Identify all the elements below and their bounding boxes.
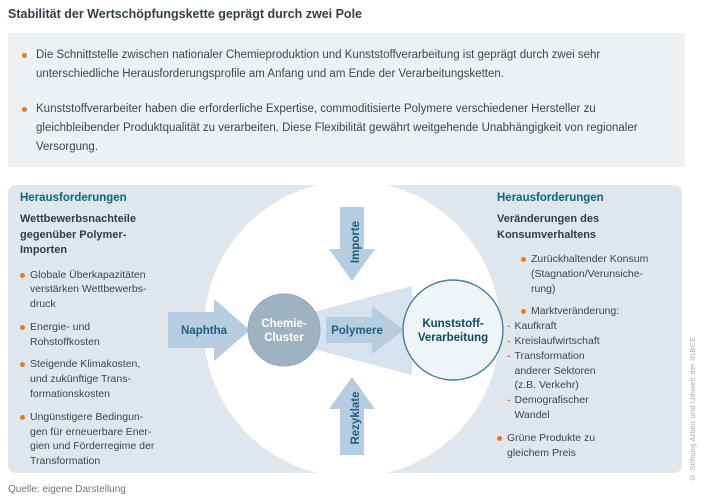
- bullet-icon: [20, 362, 25, 368]
- page-title: Stabilität der Wertschöpfungskette geprä…: [8, 7, 362, 21]
- sub-list-item: - Demografischer Wandel: [507, 393, 682, 423]
- copyright-note: © Stiftung Arbeit und Umwelt der IGBCE: [688, 336, 697, 482]
- bullet-icon: [20, 324, 25, 330]
- bullet-icon: [521, 257, 526, 262]
- key-message-item: Die Schnittstelle zwischen nationaler Ch…: [20, 46, 667, 84]
- dash-icon: -: [507, 334, 511, 347]
- key-messages-box: Die Schnittstelle zwischen nationaler Ch…: [8, 33, 685, 167]
- bullet-icon: [22, 107, 27, 112]
- dash-icon: -: [507, 320, 511, 333]
- chemie-cluster-label-line1: Chemie-: [261, 318, 307, 330]
- key-message-text: Kunststoffverarbeiter haben die erforder…: [36, 103, 638, 153]
- list-item: Marktveränderung:: [521, 304, 682, 319]
- sub-list: - Kaufkraft - Kreislaufwirtschaft - Tran…: [507, 319, 682, 423]
- challenge-text: Grüne Produkte zu gleichem Preis: [507, 431, 596, 459]
- sub-list-item: - Kaufkraft: [507, 319, 682, 334]
- bullet-icon: [20, 414, 25, 420]
- key-message-item: Kunststoffverarbeiter haben die erforder…: [20, 100, 667, 157]
- right-challenges-subheading: Veränderungen des Konsumverhaltens: [497, 213, 600, 241]
- right-challenges-panel: Herausforderungen Veränderungen des Kons…: [497, 192, 682, 468]
- bullet-icon: [497, 435, 502, 441]
- bullet-icon: [20, 272, 25, 278]
- bullet-icon: [22, 53, 27, 58]
- sub-list-item: - Transformation anderer Sektoren (z.B. …: [507, 349, 682, 393]
- left-challenges-subheading: Wettbewerbsnachteile gegenüber Polymer- …: [20, 213, 136, 256]
- left-challenges-panel: Herausforderungen Wettbewerbsnachteile g…: [20, 192, 190, 473]
- naphtha-label: Naphtha: [181, 325, 228, 337]
- sub-item-text: Kaufkraft: [514, 320, 557, 333]
- challenge-text: Globale Überkapazitäten verstärken Wettb…: [30, 268, 147, 311]
- polymere-label: Polymere: [331, 325, 383, 337]
- dash-icon: -: [507, 394, 511, 407]
- list-item: Grüne Produkte zu gleichem Preis: [497, 431, 682, 461]
- list-item: Zurückhaltender Konsum (Stagnation/Verun…: [521, 252, 682, 296]
- sub-item-text: Transformation anderer Sektoren (z.B. Ve…: [514, 349, 596, 392]
- bullet-icon: [521, 309, 526, 315]
- kunststoff-verarbeitung-node: [402, 279, 504, 381]
- value-chain-diagram: Naphtha Polymere Importe Rezyklate Chemi…: [8, 185, 682, 473]
- rezyklate-arrow: [329, 377, 375, 455]
- sub-item-text: Demografischer Wandel: [514, 394, 589, 421]
- importe-label: Importe: [350, 221, 362, 263]
- sub-item-text: Kreislaufwirtschaft: [514, 334, 600, 347]
- kunststoff-label-line1: Kunststoff-: [422, 318, 483, 330]
- chemie-cluster-label-line2: Cluster: [264, 332, 304, 344]
- importe-arrow: [329, 207, 375, 281]
- left-challenges-heading: Herausforderungen: [20, 192, 127, 204]
- kunststoff-label-line2: Verarbeitung: [418, 332, 488, 344]
- right-challenges-heading: Herausforderungen: [497, 192, 604, 204]
- challenge-text: Steigende Klimakosten, und zukünftige Tr…: [30, 358, 141, 401]
- flow-graphic: Naphtha Polymere Importe Rezyklate Chemi…: [168, 207, 504, 455]
- rezyklate-label: Rezyklate: [350, 391, 362, 444]
- challenge-text: Energie- und Rohstoffkosten: [30, 320, 100, 348]
- key-message-text: Die Schnittstelle zwischen nationaler Ch…: [36, 49, 601, 80]
- source-note: Quelle: eigene Darstellung: [8, 484, 126, 495]
- list-item: Globale Überkapazitäten verstärken Wettb…: [20, 268, 190, 312]
- naphtha-arrow: [168, 299, 250, 361]
- list-item: Steigende Klimakosten, und zukünftige Tr…: [20, 357, 190, 401]
- sub-list-item: - Kreislaufwirtschaft: [507, 334, 682, 349]
- dash-icon: -: [507, 349, 511, 362]
- polymere-arrow: [326, 306, 404, 354]
- challenge-text: Marktveränderung:: [531, 305, 620, 318]
- list-item: Ungünstigere Bedingun- gen für erneuerba…: [20, 410, 190, 469]
- list-item: Energie- und Rohstoffkosten: [20, 320, 190, 350]
- challenge-text: Zurückhaltender Konsum (Stagnation/Verun…: [531, 253, 649, 295]
- chemie-cluster-node: [247, 293, 321, 367]
- challenge-text: Ungünstigere Bedingun- gen für erneuerba…: [30, 410, 155, 468]
